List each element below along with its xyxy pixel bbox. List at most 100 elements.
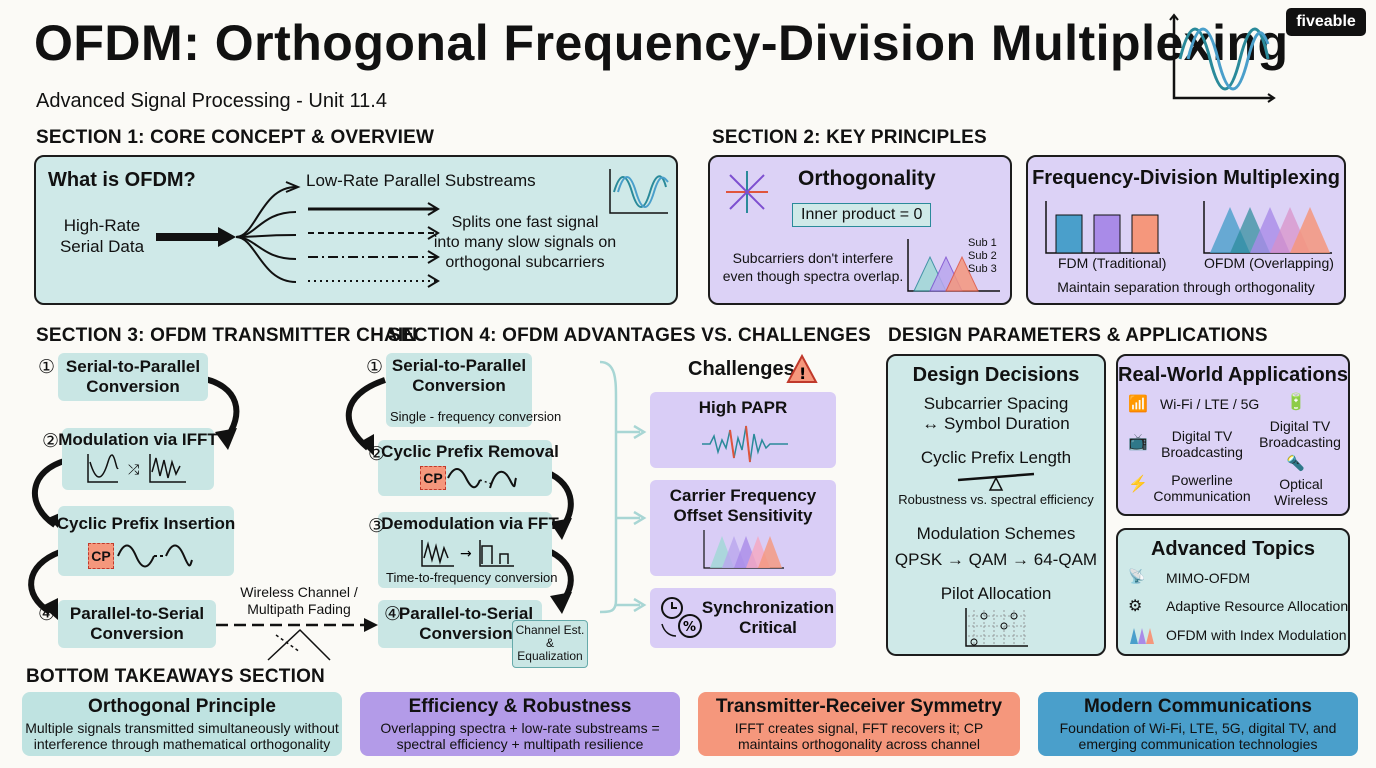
rx-step-1-number: ① bbox=[366, 357, 384, 378]
rx-step-4: Parallel-to-Serial Conversion bbox=[378, 600, 542, 648]
channel-est-box: Channel Est. & Equalization bbox=[512, 620, 588, 668]
rx-step-1: Serial-to-Parallel Conversion bbox=[386, 353, 532, 427]
cp-wave-icon bbox=[117, 544, 193, 568]
advanced-mimo: MIMO-OFDM bbox=[1166, 570, 1250, 586]
svg-text:→: → bbox=[460, 546, 472, 562]
tx-step-2-number: ② bbox=[42, 431, 60, 452]
page-subtitle: Advanced Signal Processing - Unit 11.4 bbox=[36, 90, 387, 112]
section1-box-title: What is OFDM? bbox=[48, 169, 196, 191]
svg-text:!: ! bbox=[799, 364, 806, 383]
challenge-sync: Synchronization Critical bbox=[650, 588, 836, 648]
takeaway-modern-desc: Foundation of Wi-Fi, LTE, 5G, digital TV… bbox=[1059, 720, 1337, 752]
gear-icon: ⚙ bbox=[1128, 598, 1143, 615]
rx-step-3: Demodulation via FFT bbox=[378, 512, 559, 588]
rx-step-3-number: ③ bbox=[368, 516, 386, 537]
app-digital-tv: Digital TV Broadcasting bbox=[1161, 428, 1243, 460]
cp-tag: CP bbox=[88, 543, 114, 569]
decision-modulation-note: QPSK → QAM → 64-QAM bbox=[894, 550, 1098, 569]
takeaway-orthogonal: Orthogonal Principle Multiple signals tr… bbox=[22, 692, 342, 756]
transmitter-flow-arrows bbox=[28, 375, 378, 661]
cp-removal-tag: CP bbox=[420, 466, 446, 490]
orthogonality-title: Orthogonality bbox=[798, 167, 936, 190]
takeaway-efficiency-desc: Overlapping spectra + low-rate substream… bbox=[380, 720, 660, 752]
challenges-title: Challenges bbox=[688, 358, 795, 380]
fft-icon: → bbox=[421, 540, 514, 567]
takeaway-modern: Modern Communications Foundation of Wi-F… bbox=[1038, 692, 1358, 756]
index-modulation-icon bbox=[1130, 628, 1154, 644]
takeaway-efficiency-title: Efficiency & Robustness bbox=[408, 696, 632, 717]
streams-label: Low-Rate Parallel Substreams bbox=[306, 171, 536, 190]
takeaway-orthogonal-desc: Multiple signals transmitted simultaneou… bbox=[25, 720, 339, 752]
design-heading: DESIGN PARAMETERS & APPLICATIONS bbox=[888, 325, 1268, 346]
section1-panel: What is OFDM? High-Rate Serial Data Low-… bbox=[34, 155, 678, 305]
overlapping-spectra-icon bbox=[907, 239, 1000, 292]
sub-labels: Sub 1 Sub 2 Sub 3 bbox=[968, 237, 997, 276]
fdm-description: Maintain separation through orthogonalit… bbox=[1057, 279, 1315, 295]
decision-spacing: Subcarrier Spacing ↔ Symbol Duration bbox=[922, 394, 1070, 433]
cfo-spectra-icon bbox=[703, 530, 784, 569]
fdm-panel: Frequency-Division Multiplexing FDM (Tra… bbox=[1026, 155, 1346, 305]
decision-cp-length: Cyclic Prefix Length bbox=[920, 448, 1072, 467]
section1-heading: SECTION 1: CORE CONCEPT & OVERVIEW bbox=[36, 127, 435, 148]
challenge-papr-label: High PAPR bbox=[698, 398, 788, 417]
advanced-title: Advanced Topics bbox=[1150, 538, 1316, 560]
channel-label: Wireless Channel / Multipath Fading bbox=[240, 584, 358, 617]
app-optical: Optical Wireless bbox=[1274, 476, 1328, 508]
ofdm-triangles-icon bbox=[1203, 201, 1332, 254]
fdm-left-label: FDM (Traditional) bbox=[1058, 255, 1167, 271]
advanced-index-modulation: OFDM with Index Modulation bbox=[1166, 627, 1347, 643]
applications-panel: Real-World Applications 📶 Wi-Fi / LTE / … bbox=[1116, 354, 1350, 516]
takeaway-efficiency: Efficiency & Robustness Overlapping spec… bbox=[360, 692, 680, 756]
decisions-title: Design Decisions bbox=[912, 364, 1080, 386]
input-label: High-Rate Serial Data bbox=[59, 216, 145, 256]
pilot-grid-icon bbox=[965, 608, 1028, 647]
wifi-icon: 📶 bbox=[1128, 396, 1148, 413]
rx-step-1-note: Single - frequency conversion bbox=[390, 409, 562, 424]
balance-icon bbox=[957, 472, 1035, 491]
mimo-antenna-icon: 📡 bbox=[1128, 568, 1146, 584]
cp-removal-wave-icon bbox=[447, 468, 517, 489]
svg-text:⤮: ⤮ bbox=[128, 462, 139, 478]
section1-description: Splits one fast signal into many slow si… bbox=[433, 214, 617, 271]
rx-step-3-note: Time-to-frequency conversion bbox=[386, 570, 558, 585]
tx-step-1-number: ① bbox=[38, 357, 56, 378]
tx-step-4: Parallel-to-Serial Conversion bbox=[58, 600, 216, 648]
rx-step-3-label: Demodulation via FFT bbox=[381, 514, 559, 533]
challenge-cfo-label: Carrier Frequency Offset Sensitivity bbox=[669, 486, 817, 525]
papr-wave-icon bbox=[702, 425, 788, 463]
rx-step-2-number: ② bbox=[368, 444, 386, 465]
tx-step-4-number: ④ bbox=[38, 604, 56, 625]
takeaways-heading: BOTTOM TAKEAWAYS SECTION bbox=[26, 666, 325, 687]
fdm-title: Frequency-Division Multiplexing bbox=[1032, 167, 1340, 189]
powerline-icon: ⚡ bbox=[1128, 476, 1148, 493]
inner-product-formula: Inner product = 0 bbox=[792, 203, 932, 227]
takeaway-orthogonal-title: Orthogonal Principle bbox=[88, 696, 276, 717]
page-title: OFDM: Orthogonal Frequency-Division Mult… bbox=[34, 15, 1289, 71]
tx-step-1: Serial-to-Parallel Conversion bbox=[58, 353, 208, 401]
battery-tv-icon: 🔋 bbox=[1286, 394, 1306, 411]
app-digital-tv-right: Digital TV Broadcasting bbox=[1259, 418, 1341, 450]
fdm-right-label: OFDM (Overlapping) bbox=[1204, 255, 1334, 271]
app-wifi: Wi-Fi / LTE / 5G bbox=[1160, 396, 1260, 412]
tx-step-3: Cyclic Prefix Insertion bbox=[56, 506, 236, 576]
split-arrows-diagram bbox=[156, 181, 440, 288]
optical-icon: 🔦 bbox=[1286, 455, 1305, 472]
decision-pilot: Pilot Allocation bbox=[940, 584, 1052, 603]
design-decisions-panel: Design Decisions Subcarrier Spacing ↔ Sy… bbox=[886, 354, 1106, 656]
svg-text:%: % bbox=[683, 620, 696, 635]
rx-step-2: Cyclic Prefix Removal bbox=[378, 440, 559, 496]
tv-icon: 📺 bbox=[1128, 434, 1148, 451]
sub3-label: Sub 3 bbox=[968, 263, 997, 275]
apps-title: Real-World Applications bbox=[1118, 364, 1349, 386]
advanced-panel: Advanced Topics 📡 MIMO-OFDM ⚙ Adaptive R… bbox=[1116, 528, 1350, 656]
app-powerline: Powerline Communication bbox=[1153, 472, 1251, 504]
rx-step-1-label: Serial-to-Parallel Conversion bbox=[391, 356, 527, 395]
sub1-label: Sub 1 bbox=[968, 237, 997, 249]
rx-step-2-label: Cyclic Prefix Removal bbox=[381, 442, 559, 461]
wave-thumbnail-icon bbox=[609, 169, 669, 214]
warning-icon: ! bbox=[786, 353, 818, 383]
section3-heading: SECTION 3: OFDM TRANSMITTER CHAIN bbox=[36, 325, 418, 346]
tx-step-3-label: Cyclic Prefix Insertion bbox=[56, 514, 236, 533]
takeaway-modern-title: Modern Communications bbox=[1083, 696, 1312, 717]
takeaway-symmetry: Transmitter-Receiver Symmetry IFFT creat… bbox=[698, 692, 1020, 756]
